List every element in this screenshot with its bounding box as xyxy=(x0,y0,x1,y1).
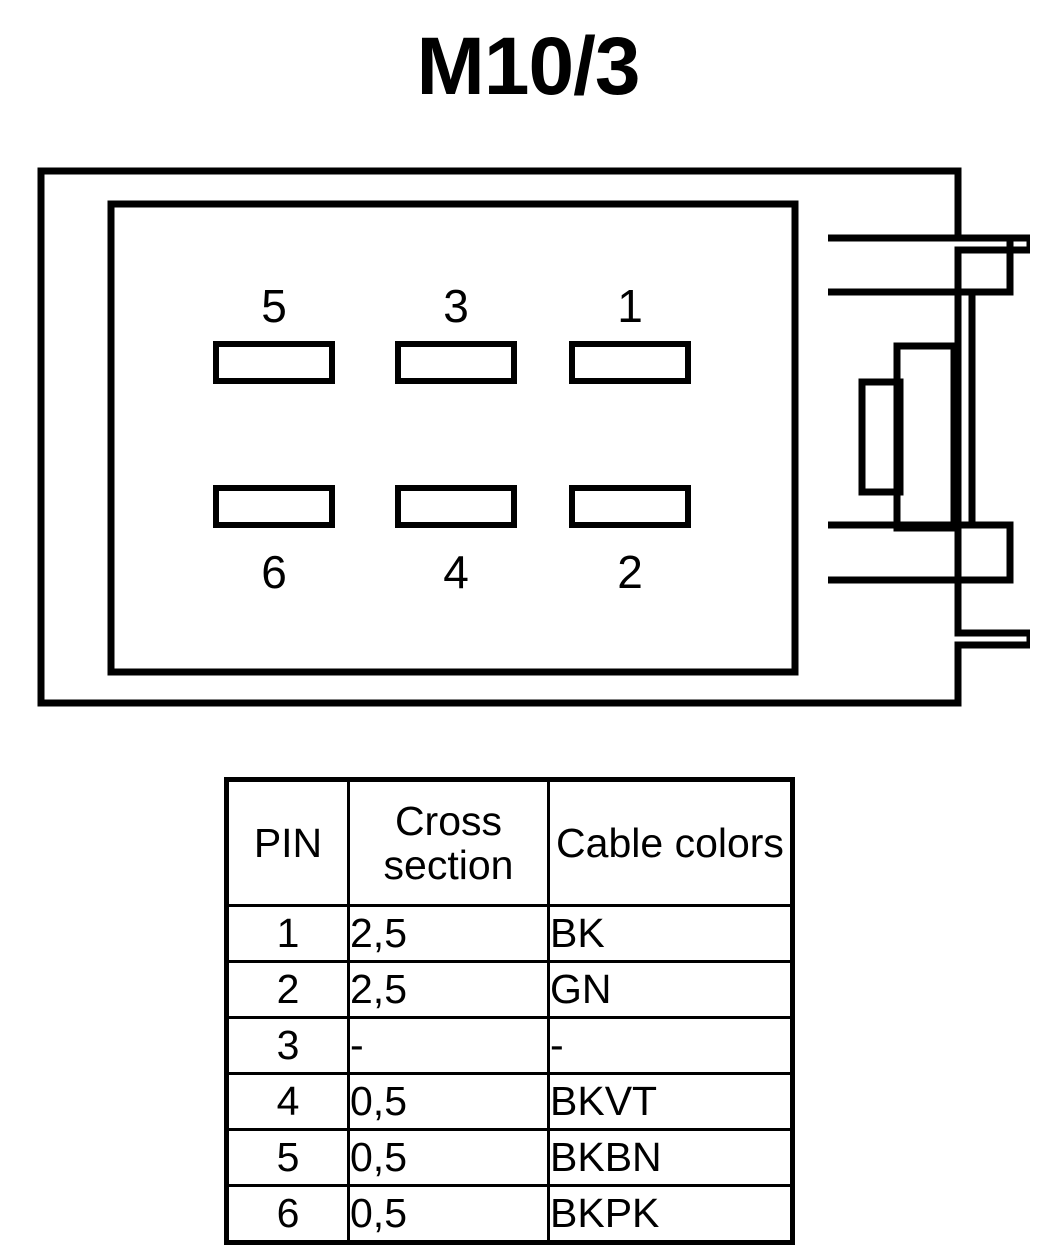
cell-cable-colors: BK xyxy=(547,904,794,963)
table-row: 5 0,5 BKBN xyxy=(225,1128,794,1187)
cell-pin: 3 xyxy=(225,1016,350,1075)
pin-assignment-table: PIN Cross section Cable colors 1 2,5 BK … xyxy=(224,777,795,1245)
table-row: 3 - - xyxy=(225,1016,794,1075)
pin-slot-2[interactable] xyxy=(569,485,691,528)
pin-label-4: 4 xyxy=(443,546,469,598)
column-header-cable-colors: Cable colors xyxy=(547,778,794,907)
cell-cable-colors: BKPK xyxy=(547,1184,794,1244)
connector-diagram: 5 3 1 6 4 2 xyxy=(20,150,1030,730)
pin-slot-5[interactable] xyxy=(213,341,335,384)
cell-cable-colors: BKBN xyxy=(547,1128,794,1187)
latch-tongue xyxy=(893,342,958,532)
pin-slot-1[interactable] xyxy=(569,341,691,384)
cell-pin: 6 xyxy=(225,1184,350,1244)
pin-label-2: 2 xyxy=(617,546,643,598)
cell-pin: 1 xyxy=(225,904,350,963)
pin-slot-4[interactable] xyxy=(395,485,517,528)
cell-cross-section: - xyxy=(347,1016,550,1075)
cell-pin: 5 xyxy=(225,1128,350,1187)
cell-cross-section: 0,5 xyxy=(347,1072,550,1131)
cell-cross-section: 2,5 xyxy=(347,960,550,1019)
latch-tongue-notch xyxy=(858,378,904,496)
cell-cross-section: 2,5 xyxy=(347,904,550,963)
pin-slot-6[interactable] xyxy=(213,485,335,528)
connector-inner-frame xyxy=(107,200,799,676)
page-title: M10/3 xyxy=(416,21,641,112)
table-row: 6 0,5 BKPK xyxy=(225,1184,794,1244)
table-row: 1 2,5 BK xyxy=(225,904,794,963)
cell-pin: 4 xyxy=(225,1072,350,1131)
table-row: 2 2,5 GN xyxy=(225,960,794,1019)
pin-slot-3[interactable] xyxy=(395,341,517,384)
cell-cross-section: 0,5 xyxy=(347,1128,550,1187)
pin-assignment-table-container: PIN Cross section Cable colors 1 2,5 BK … xyxy=(224,777,795,1245)
column-header-pin: PIN xyxy=(225,778,350,907)
table-row: 4 0,5 BKVT xyxy=(225,1072,794,1131)
connector-outer-housing xyxy=(37,167,1030,707)
pin-label-5: 5 xyxy=(261,280,287,332)
table-header-row: PIN Cross section Cable colors xyxy=(225,778,794,907)
column-header-cross-section: Cross section xyxy=(347,778,550,907)
cell-cross-section: 0,5 xyxy=(347,1184,550,1244)
pin-label-1: 1 xyxy=(617,280,643,332)
cell-cable-colors: - xyxy=(547,1016,794,1075)
pin-label-3: 3 xyxy=(443,280,469,332)
cell-cable-colors: BKVT xyxy=(547,1072,794,1131)
cell-pin: 2 xyxy=(225,960,350,1019)
table-body: 1 2,5 BK 2 2,5 GN 3 - - 4 0,5 BKVT 5 0,5 xyxy=(225,904,794,1244)
cell-cable-colors: GN xyxy=(547,960,794,1019)
pin-label-6: 6 xyxy=(261,546,287,598)
